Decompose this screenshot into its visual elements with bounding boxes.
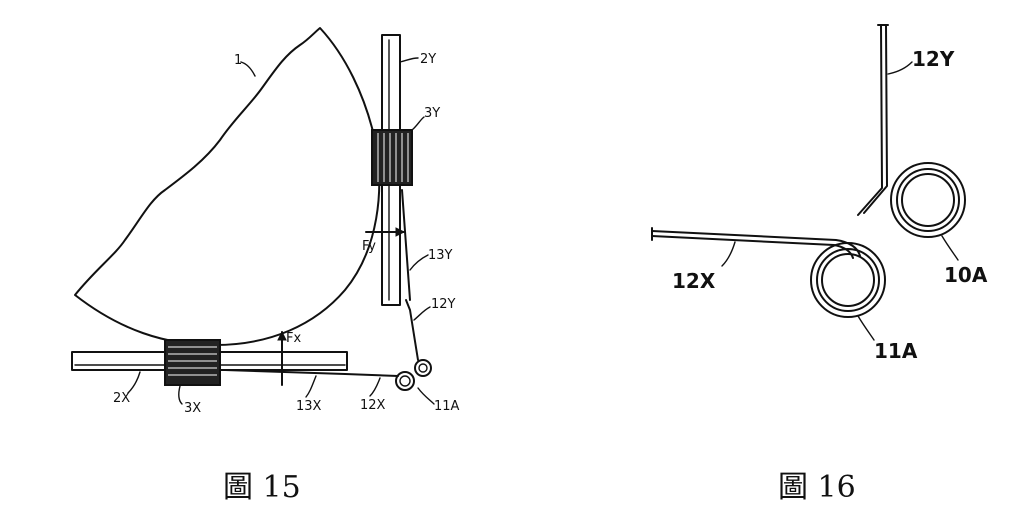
figure-15: 1 2Y 3Y Fy 13Y 12Y 2X — [71, 27, 460, 505]
label-2y: 2Y — [420, 52, 436, 67]
label-12x: 12X — [360, 398, 386, 413]
arm-12y-outer — [857, 24, 883, 216]
arm-12y-inner — [863, 24, 888, 214]
leader-12y — [413, 306, 431, 321]
label-fy: Fy — [362, 239, 376, 254]
coil-11a-mid — [816, 248, 880, 312]
arm-12x — [344, 373, 399, 377]
leader-3y — [411, 116, 425, 131]
coil-small-11a — [395, 371, 415, 391]
leader-13y — [409, 254, 429, 271]
coil-small-10a — [414, 359, 432, 377]
arm-12x-outer — [651, 230, 861, 257]
label-3x: 3X — [184, 401, 201, 416]
figure-15-caption: 圖 15 — [223, 470, 301, 505]
coil-11a-outer — [810, 242, 886, 318]
arm-12y — [405, 299, 419, 361]
label-16-11a: 11A — [874, 339, 918, 363]
label-3y: 3Y — [424, 106, 440, 121]
leader-10a — [941, 235, 959, 261]
coil-11a-inner — [821, 253, 875, 307]
coil-small-11a-inner — [399, 375, 411, 387]
leader-2x — [127, 371, 141, 394]
part-1-body — [74, 27, 381, 346]
spring-13x — [224, 369, 346, 375]
label-13x: 13X — [296, 399, 322, 414]
leader-11a-16 — [857, 315, 875, 341]
label-2x: 2X — [113, 391, 130, 406]
figure-16-caption: 圖 16 — [778, 470, 856, 505]
label-16-10a: 10A — [944, 263, 988, 287]
label-11a: 11A — [434, 399, 460, 414]
leader-2y — [399, 57, 419, 63]
label-16-12y: 12Y — [912, 47, 955, 71]
label-1: 1 — [234, 53, 242, 68]
fx-arrow-head — [277, 330, 287, 341]
sleeve-3y — [371, 129, 413, 186]
label-13y: 13Y — [428, 248, 453, 263]
coil-10a-mid — [896, 168, 960, 232]
leader-12x — [369, 377, 381, 397]
leader-16-12x — [721, 241, 736, 267]
sleeve-3x-texture — [168, 346, 217, 376]
spring-13y — [401, 189, 411, 301]
label-12y: 12Y — [431, 297, 456, 312]
leader-3x — [177, 385, 183, 405]
fy-arrow-head — [395, 227, 406, 237]
figure-16: 12Y 10A 12X 11A 圖 16 — [651, 24, 988, 505]
label-16-12x: 12X — [672, 269, 716, 293]
leader-1 — [240, 61, 256, 77]
leader-13x — [305, 375, 317, 398]
label-fx: Fx — [286, 331, 301, 346]
coil-small-10a-inner — [418, 363, 428, 373]
coil-10a-inner — [901, 173, 955, 227]
coil-10a-outer — [890, 162, 966, 238]
leader-16-12y — [887, 61, 913, 75]
sleeve-3y-texture — [377, 133, 409, 182]
leader-11a — [417, 387, 435, 405]
